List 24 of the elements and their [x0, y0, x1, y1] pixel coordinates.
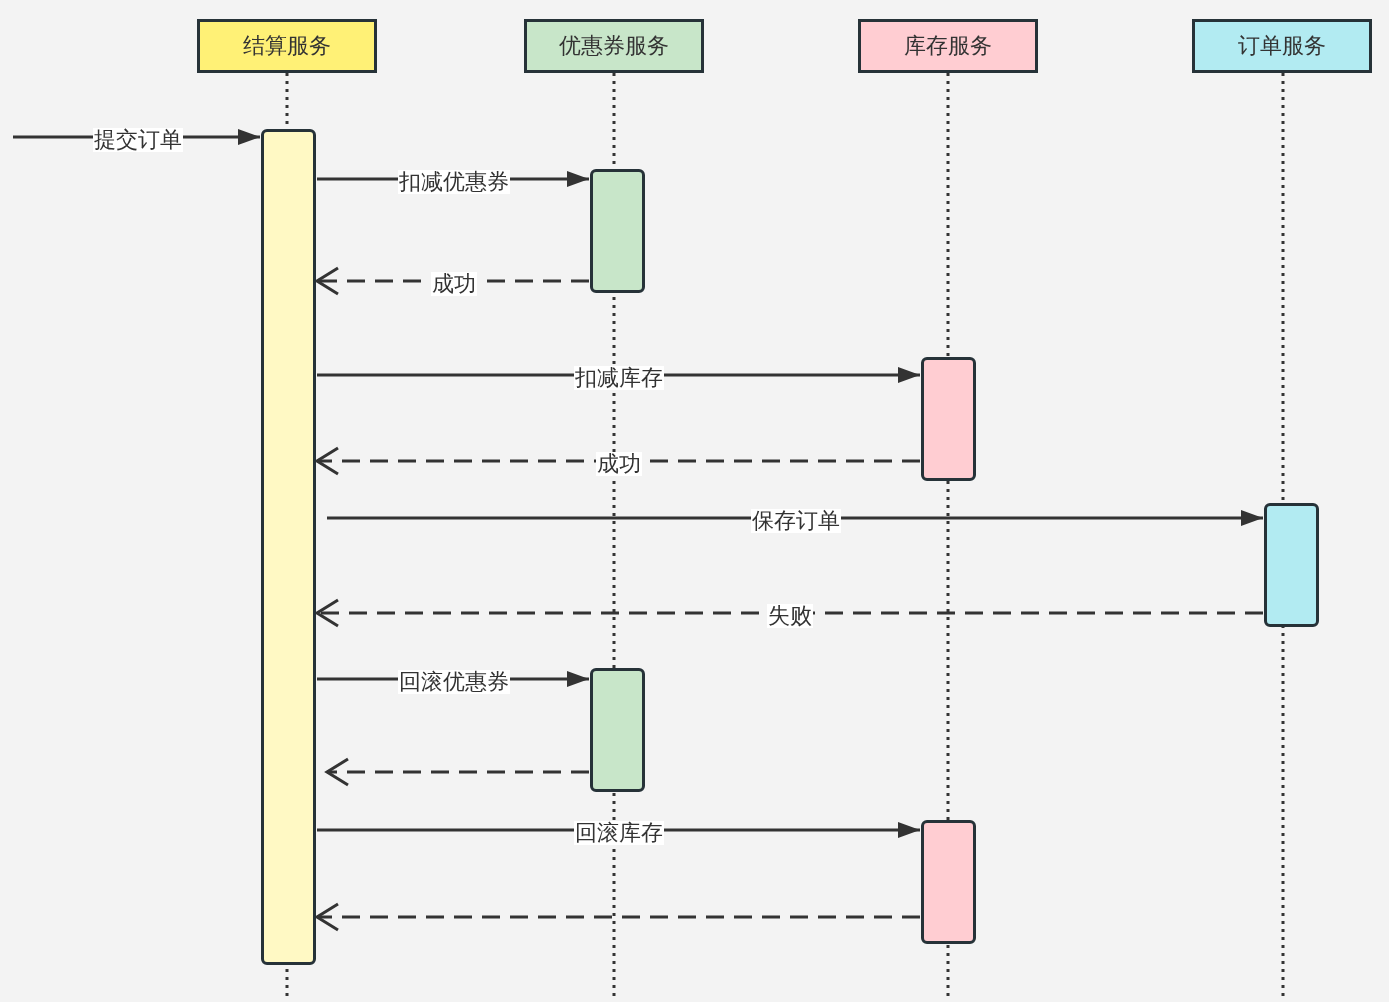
edge-label: 成功	[596, 452, 642, 476]
edge-label: 失败	[767, 604, 813, 628]
activation-bar	[1264, 503, 1319, 627]
service-box: 订单服务	[1192, 19, 1372, 73]
edge-label: 成功	[431, 272, 477, 296]
service-box: 结算服务	[197, 19, 377, 73]
edge-label: 提交订单	[93, 128, 183, 152]
return-arrow	[315, 598, 1263, 628]
edge-label: 扣减库存	[574, 366, 664, 390]
message-arrow	[327, 510, 1263, 526]
edge-label: 回滚优惠券	[398, 670, 510, 694]
service-box: 库存服务	[858, 19, 1038, 73]
activation-bar	[590, 668, 645, 792]
edge-label: 回滚库存	[574, 821, 664, 845]
service-box: 优惠券服务	[524, 19, 704, 73]
edge-label: 保存订单	[751, 509, 841, 533]
activation-bar	[921, 820, 976, 944]
edge-label: 扣减优惠券	[398, 170, 510, 194]
return-arrow	[325, 757, 589, 787]
activation-bar	[590, 169, 645, 293]
return-arrow	[315, 902, 920, 932]
activation-bar	[261, 129, 316, 965]
return-arrow	[315, 446, 920, 476]
activation-bar	[921, 357, 976, 481]
